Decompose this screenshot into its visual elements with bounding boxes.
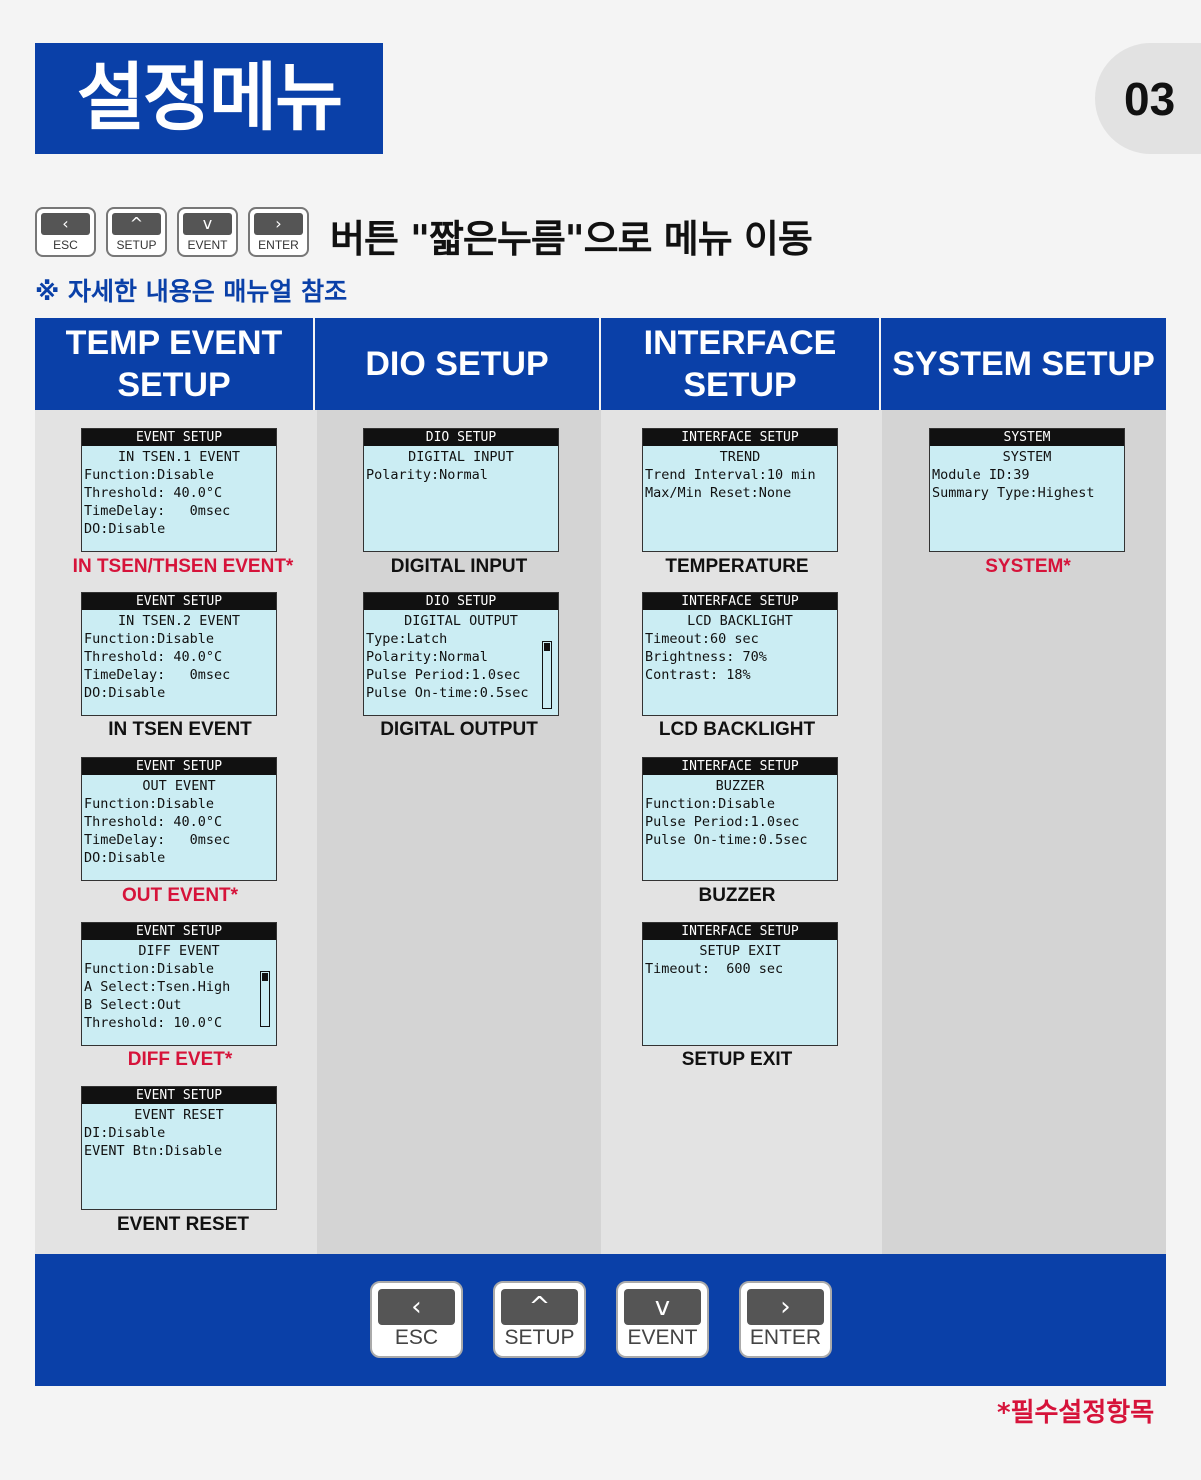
column-header-system: SYSTEM SETUP xyxy=(881,318,1166,410)
lcd-screen-digital-input: DIO SETUP DIGITAL INPUT Polarity:Normal xyxy=(363,428,559,552)
lcd-screen-out-event: EVENT SETUP OUT EVENT Function:Disable T… xyxy=(81,757,277,881)
caption-temperature: TEMPERATURE xyxy=(665,556,809,577)
caption-lcd-backlight: LCD BACKLIGHT xyxy=(658,719,816,740)
caption-digital-output: DIGITAL OUTPUT xyxy=(380,719,538,740)
caption-buzzer: BUZZER xyxy=(698,885,776,906)
column-header-temp-event: TEMP EVENT SETUP xyxy=(35,318,313,410)
esc-key-icon: ‹ESC xyxy=(35,207,96,257)
page-title: 설정메뉴 xyxy=(35,43,383,154)
lcd-screen-diff-event: EVENT SETUP DIFF EVENT Function:Disable … xyxy=(81,922,277,1046)
column-header-dio: DIO SETUP xyxy=(315,318,599,410)
lcd-screen-event-reset: EVENT SETUP EVENT RESET DI:Disable EVENT… xyxy=(81,1086,277,1210)
caption-setup-exit: SETUP EXIT xyxy=(681,1049,793,1070)
lcd-screen-in-tsen2: EVENT SETUP IN TSEN.2 EVENT Function:Dis… xyxy=(81,592,277,716)
scrollbar-icon xyxy=(542,641,552,709)
instruction-text: 버튼 "짧은누름"으로 메뉴 이동 xyxy=(330,217,813,261)
lcd-screen-buzzer: INTERFACE SETUP BUZZER Function:Disable … xyxy=(642,757,838,881)
mandatory-note: *필수설정항목 xyxy=(997,1398,1155,1428)
setup-key-icon: ^SETUP xyxy=(493,1281,586,1358)
enter-key-icon: ›ENTER xyxy=(248,207,309,257)
esc-key-icon: ‹ESC xyxy=(370,1281,463,1358)
enter-key-icon: ›ENTER xyxy=(739,1281,832,1358)
caption-system: SYSTEM* xyxy=(985,556,1071,577)
lcd-screen-setup-exit: INTERFACE SETUP SETUP EXIT Timeout: 600 … xyxy=(642,922,838,1046)
column-header-interface: INTERFACE SETUP xyxy=(601,318,879,410)
caption-in-tsen-event: IN TSEN EVENT xyxy=(108,719,252,740)
lcd-screen-lcd-backlight: INTERFACE SETUP LCD BACKLIGHT Timeout:60… xyxy=(642,592,838,716)
caption-digital-input: DIGITAL INPUT xyxy=(390,556,528,577)
lcd-screen-in-tsen1: EVENT SETUP IN TSEN.1 EVENT Function:Dis… xyxy=(81,428,277,552)
lcd-screen-trend: INTERFACE SETUP TREND Trend Interval:10 … xyxy=(642,428,838,552)
page-number-tab xyxy=(1095,43,1201,154)
setup-key-icon: ^SETUP xyxy=(106,207,167,257)
caption-event-reset: EVENT RESET xyxy=(117,1214,249,1235)
scrollbar-icon xyxy=(260,971,270,1027)
page-number: 03 xyxy=(1124,73,1176,125)
caption-out-event: OUT EVENT* xyxy=(121,885,239,906)
caption-diff-event: DIFF EVET* xyxy=(127,1049,233,1070)
manual-note: ※ 자세한 내용은 매뉴얼 참조 xyxy=(35,277,348,306)
caption-in-tsen-thsen-event: IN TSEN/THSEN EVENT* xyxy=(72,556,294,577)
footer-bar xyxy=(35,1254,1166,1386)
lcd-screen-system: SYSTEM SYSTEM Module ID:39 Summary Type:… xyxy=(929,428,1125,552)
lcd-screen-digital-output: DIO SETUP DIGITAL OUTPUT Type:Latch Pola… xyxy=(363,592,559,716)
